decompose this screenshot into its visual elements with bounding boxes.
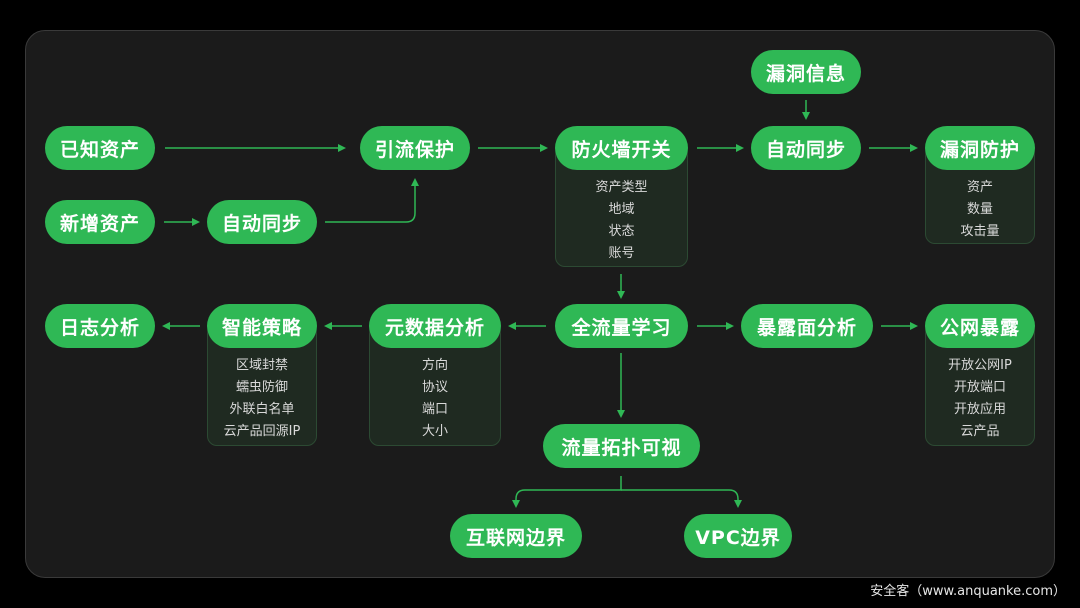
node-smart-policy: 智能策略 (207, 304, 317, 348)
node-firewall-switch: 防火墙开关 (555, 126, 688, 170)
detail-item: 状态 (608, 224, 635, 239)
detail-item: 云产品 (960, 424, 1000, 439)
detail-item: 开放应用 (953, 402, 1006, 417)
diagram-panel (25, 30, 1055, 578)
node-vpc-boundary: VPC边界 (684, 514, 792, 558)
arrow-topology-to-internet (512, 476, 622, 508)
watermark: 安全客（www.anquanke.com） (870, 584, 1066, 599)
detail-item: 方向 (421, 358, 448, 373)
node-traffic-protect: 引流保护 (360, 126, 470, 170)
detail-item: 开放端口 (953, 380, 1006, 395)
detail-item: 蠕虫防御 (235, 380, 288, 395)
detail-item: 外联白名单 (229, 402, 295, 417)
detail-item: 账号 (608, 246, 635, 261)
node-metadata-analysis: 元数据分析 (369, 304, 501, 348)
detail-item: 大小 (421, 424, 448, 439)
detail-item: 地域 (608, 202, 635, 217)
detail-item: 资产类型 (595, 180, 648, 195)
node-auto-sync-top: 自动同步 (751, 126, 861, 170)
node-log-analysis: 日志分析 (45, 304, 155, 348)
detail-item: 云产品回源IP (223, 424, 301, 439)
detail-item: 资产 (966, 180, 993, 195)
arrow-topology-to-vpc (621, 489, 742, 508)
node-full-traffic-learning: 全流量学习 (555, 304, 688, 348)
detail-item: 协议 (421, 380, 448, 395)
node-new-assets: 新增资产 (45, 200, 155, 244)
detail-item: 端口 (421, 402, 448, 417)
node-vuln-info: 漏洞信息 (751, 50, 861, 94)
arrow-sync-to-protect (325, 178, 419, 223)
node-exposure-analysis: 暴露面分析 (741, 304, 873, 348)
node-auto-sync-left: 自动同步 (207, 200, 317, 244)
detail-item: 开放公网IP (948, 358, 1012, 373)
detail-item: 区域封禁 (235, 358, 288, 373)
node-vuln-protect: 漏洞防护 (925, 126, 1035, 170)
detail-item: 数量 (966, 202, 993, 217)
node-internet-boundary: 互联网边界 (450, 514, 582, 558)
node-known-assets: 已知资产 (45, 126, 155, 170)
node-traffic-topology: 流量拓扑可视 (543, 424, 700, 468)
node-public-exposure: 公网暴露 (925, 304, 1035, 348)
detail-item: 攻击量 (960, 224, 1000, 239)
